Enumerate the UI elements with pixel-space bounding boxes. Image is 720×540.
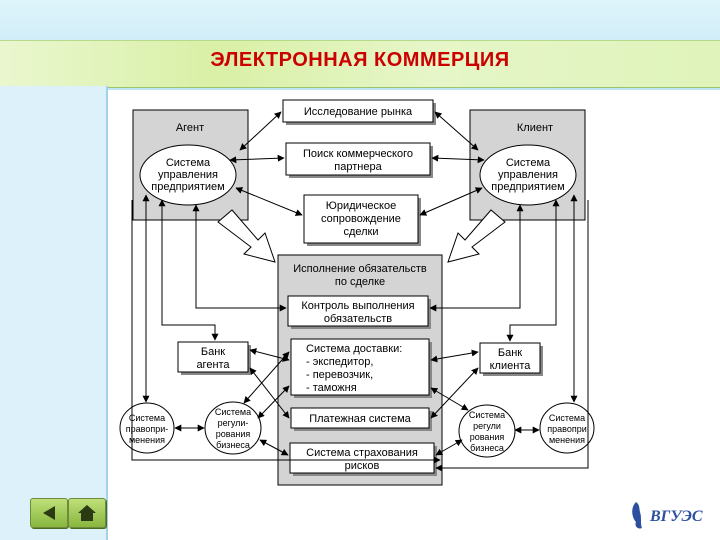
connector <box>158 199 219 341</box>
client-system-line2: управления <box>498 169 558 181</box>
client-bank-box <box>479 342 541 374</box>
control-box <box>287 295 429 327</box>
legal-line2: сопровождение <box>321 213 401 225</box>
agent-system-line1: Система <box>166 157 211 169</box>
partner-search-box <box>285 142 431 176</box>
university-logo: ВГУЭС <box>628 498 704 532</box>
partner-search-line1: Поиск коммерческого <box>303 148 413 160</box>
connector <box>259 439 289 456</box>
logo-text: ВГУЭС <box>649 508 703 525</box>
reg-right-line3: рования <box>470 432 505 442</box>
agent-bank-line1: Банк <box>201 346 225 358</box>
execution-line1: Исполнение обязательств <box>293 263 427 275</box>
agent-bank-line2: агента <box>196 359 230 371</box>
legal-support-box <box>303 194 419 244</box>
law-left-line2: правопри- <box>126 424 168 434</box>
connector <box>506 199 560 342</box>
home-icon <box>78 505 96 521</box>
payment-system-label: Платежная система <box>309 413 411 425</box>
title-strip <box>0 40 720 88</box>
reg-left-line2: регули- <box>218 418 249 428</box>
agent-system-line3: предприятием <box>151 181 224 193</box>
law-right-line3: менения <box>549 435 585 445</box>
connector <box>431 154 485 164</box>
connector <box>243 351 290 404</box>
payment-system-box <box>290 407 430 429</box>
business-regulation-system-left <box>204 401 262 455</box>
delivery-line2: - экспедитор, <box>306 356 373 368</box>
connector <box>229 154 285 164</box>
reg-right-line2: регули <box>473 421 501 431</box>
connector <box>430 349 479 363</box>
arrow-left-icon <box>43 506 55 520</box>
agent-system-line2: управления <box>158 169 218 181</box>
connector <box>239 111 282 151</box>
insurance-system-box <box>289 442 435 474</box>
page-title: ЭЛЕКТРОННАЯ КОММЕРЦИЯ <box>210 49 510 71</box>
connector <box>235 187 303 216</box>
execution-line2: по сделке <box>335 276 385 288</box>
law-enforcement-system-left <box>119 402 175 454</box>
reg-left-line4: бизнеса <box>216 440 250 450</box>
delivery-line4: - таможня <box>306 382 357 394</box>
client-bank-line1: Банк <box>498 347 522 359</box>
insurance-line1: Система страхования <box>306 447 418 459</box>
delivery-system-box <box>290 338 430 396</box>
law-left-line1: Система <box>129 413 165 423</box>
market-research-box <box>282 99 434 123</box>
law-enforcement-system-right <box>539 402 595 454</box>
market-research-label: Исследование рынка <box>304 106 413 118</box>
law-right-line2: правопри <box>547 424 586 434</box>
left-side-band <box>0 86 108 540</box>
connector <box>430 387 469 411</box>
agent-bank-box <box>177 341 249 373</box>
home-button[interactable] <box>68 498 106 528</box>
reg-left-line3: рования <box>216 429 251 439</box>
client-system-line1: Система <box>506 157 551 169</box>
legal-line1: Юридическое <box>326 200 396 212</box>
connector <box>434 111 479 151</box>
connector <box>435 200 589 472</box>
control-line2: обязательств <box>324 313 392 325</box>
client-label: Клиент <box>517 122 553 134</box>
connector <box>435 439 463 456</box>
client-bank-line2: клиента <box>490 360 532 372</box>
prev-slide-button[interactable] <box>30 498 68 528</box>
agent-label: Агент <box>176 122 204 134</box>
connector <box>257 385 290 419</box>
reg-right-line1: Система <box>469 410 505 420</box>
law-left-line3: менения <box>129 435 165 445</box>
reg-right-line4: бизнеса <box>470 443 504 453</box>
control-line1: Контроль выполнения <box>301 300 414 312</box>
reg-left-line1: Система <box>215 407 251 417</box>
legal-line3: сделки <box>343 226 378 238</box>
law-right-line1: Система <box>549 413 585 423</box>
connector <box>131 200 441 464</box>
insurance-line2: рисков <box>345 460 380 472</box>
delivery-line1: Система доставки: <box>306 343 402 355</box>
delivery-line3: - перевозчик, <box>306 369 373 381</box>
client-system-line3: предприятием <box>491 181 564 193</box>
partner-search-line2: партнера <box>334 161 382 173</box>
